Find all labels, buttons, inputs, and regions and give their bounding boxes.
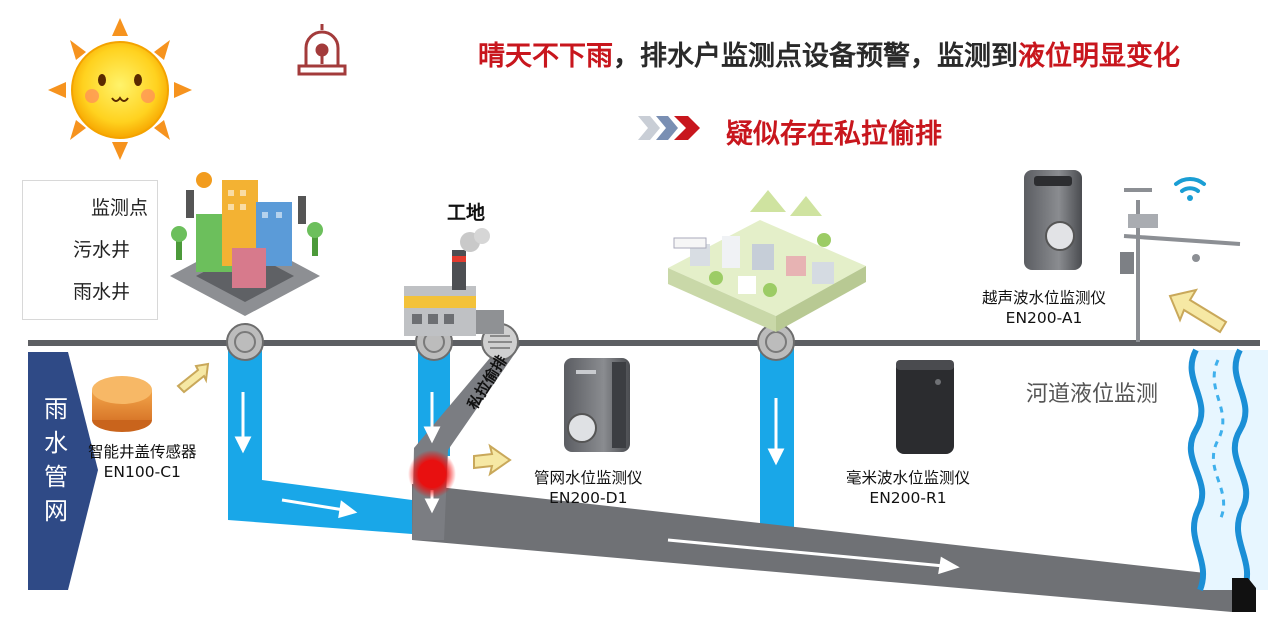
pipe-network-label: 雨水管网 xyxy=(44,395,68,525)
device-label-manhole-sensor: 智能井盖传感器 EN100-C1 xyxy=(88,443,197,481)
manhole-sensor-device xyxy=(92,376,152,432)
river-icon xyxy=(1187,348,1268,592)
ultrasonic-monitor-device xyxy=(1024,170,1082,270)
alarm-icon xyxy=(297,24,347,76)
pipe-network-banner xyxy=(28,352,98,590)
legend-item-monitoring-point: 监测点 xyxy=(91,196,149,219)
headline-middle: ，排水户监测点设备预警，监测到 xyxy=(613,41,1018,72)
legend-item-rain-well: 雨水井 xyxy=(73,280,131,303)
pipe-outlet xyxy=(1232,578,1256,612)
monitoring-point-icon xyxy=(418,460,446,488)
legend-box: 监测点 污水井 雨水井 xyxy=(22,180,158,320)
flow-arrows xyxy=(234,392,960,575)
weather-station-icon xyxy=(1120,188,1241,342)
sun-icon xyxy=(48,18,192,160)
device-label-ultrasonic-monitor: 越声波水位监测仪 EN200-A1 xyxy=(982,289,1107,327)
pointer-arrow-icon xyxy=(176,288,1228,477)
site-label: 工地 xyxy=(447,202,486,224)
headline-highlight-2: 液位明显变化 xyxy=(1018,41,1180,72)
rain-pipe-flow-left xyxy=(228,346,412,534)
chevron-arrows-icon xyxy=(638,116,700,140)
main-gray-pipe xyxy=(412,484,1232,612)
town-icon xyxy=(668,190,866,332)
wifi-icon xyxy=(1174,176,1206,201)
ground-line xyxy=(28,340,1260,346)
river-label: 河道液位监测 xyxy=(1026,382,1159,407)
construction-site-icon xyxy=(404,228,504,336)
device-label-pipe-level-monitor: 管网水位监测仪 EN200-D1 xyxy=(534,469,643,507)
legend-item-sewage-well: 污水井 xyxy=(73,238,131,261)
city-buildings-icon xyxy=(170,172,323,316)
device-label-mmwave-monitor: 毫米波水位监测仪 EN200-R1 xyxy=(846,469,971,507)
subhead: 疑似存在私拉偷排 xyxy=(726,119,942,150)
mmwave-monitor-device xyxy=(896,360,954,454)
headline-highlight-1: 晴天不下雨 xyxy=(478,41,613,72)
pipe-level-monitor-device xyxy=(564,358,630,452)
headline: 晴天不下雨，排水户监测点设备预警，监测到液位明显变化 xyxy=(478,34,1180,73)
